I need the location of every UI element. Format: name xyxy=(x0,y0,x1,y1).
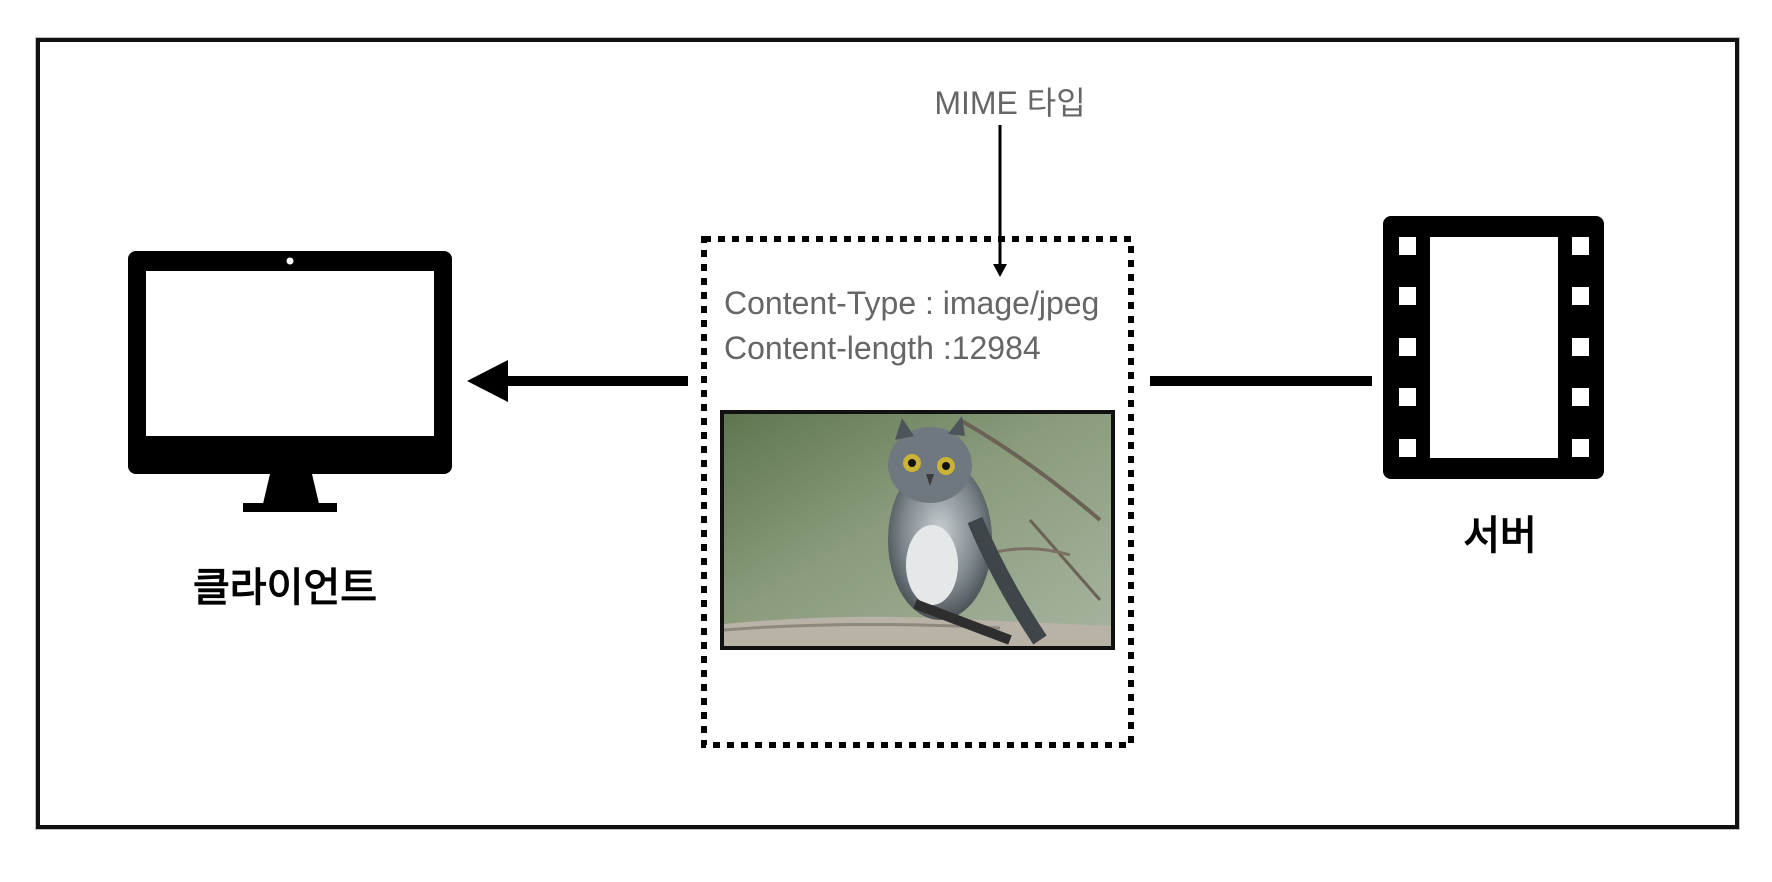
owl-photo xyxy=(720,410,1115,650)
film-strip-icon xyxy=(1383,216,1604,479)
monitor-icon xyxy=(128,251,452,512)
client-label: 클라이언트 xyxy=(193,566,377,610)
content-length-header: Content-length :12984 xyxy=(724,330,1041,366)
response-packet-box xyxy=(701,236,1134,748)
content-type-header: Content-Type : image/jpeg xyxy=(724,285,1100,321)
diagram-frame xyxy=(36,38,1739,829)
mime-type-label: MIME 타입 xyxy=(934,85,1086,121)
arrow-to-client xyxy=(467,360,688,402)
mime-pointer-arrow xyxy=(993,125,1007,277)
server-label: 서버 xyxy=(1463,514,1537,558)
connector-from-server xyxy=(1150,376,1372,386)
